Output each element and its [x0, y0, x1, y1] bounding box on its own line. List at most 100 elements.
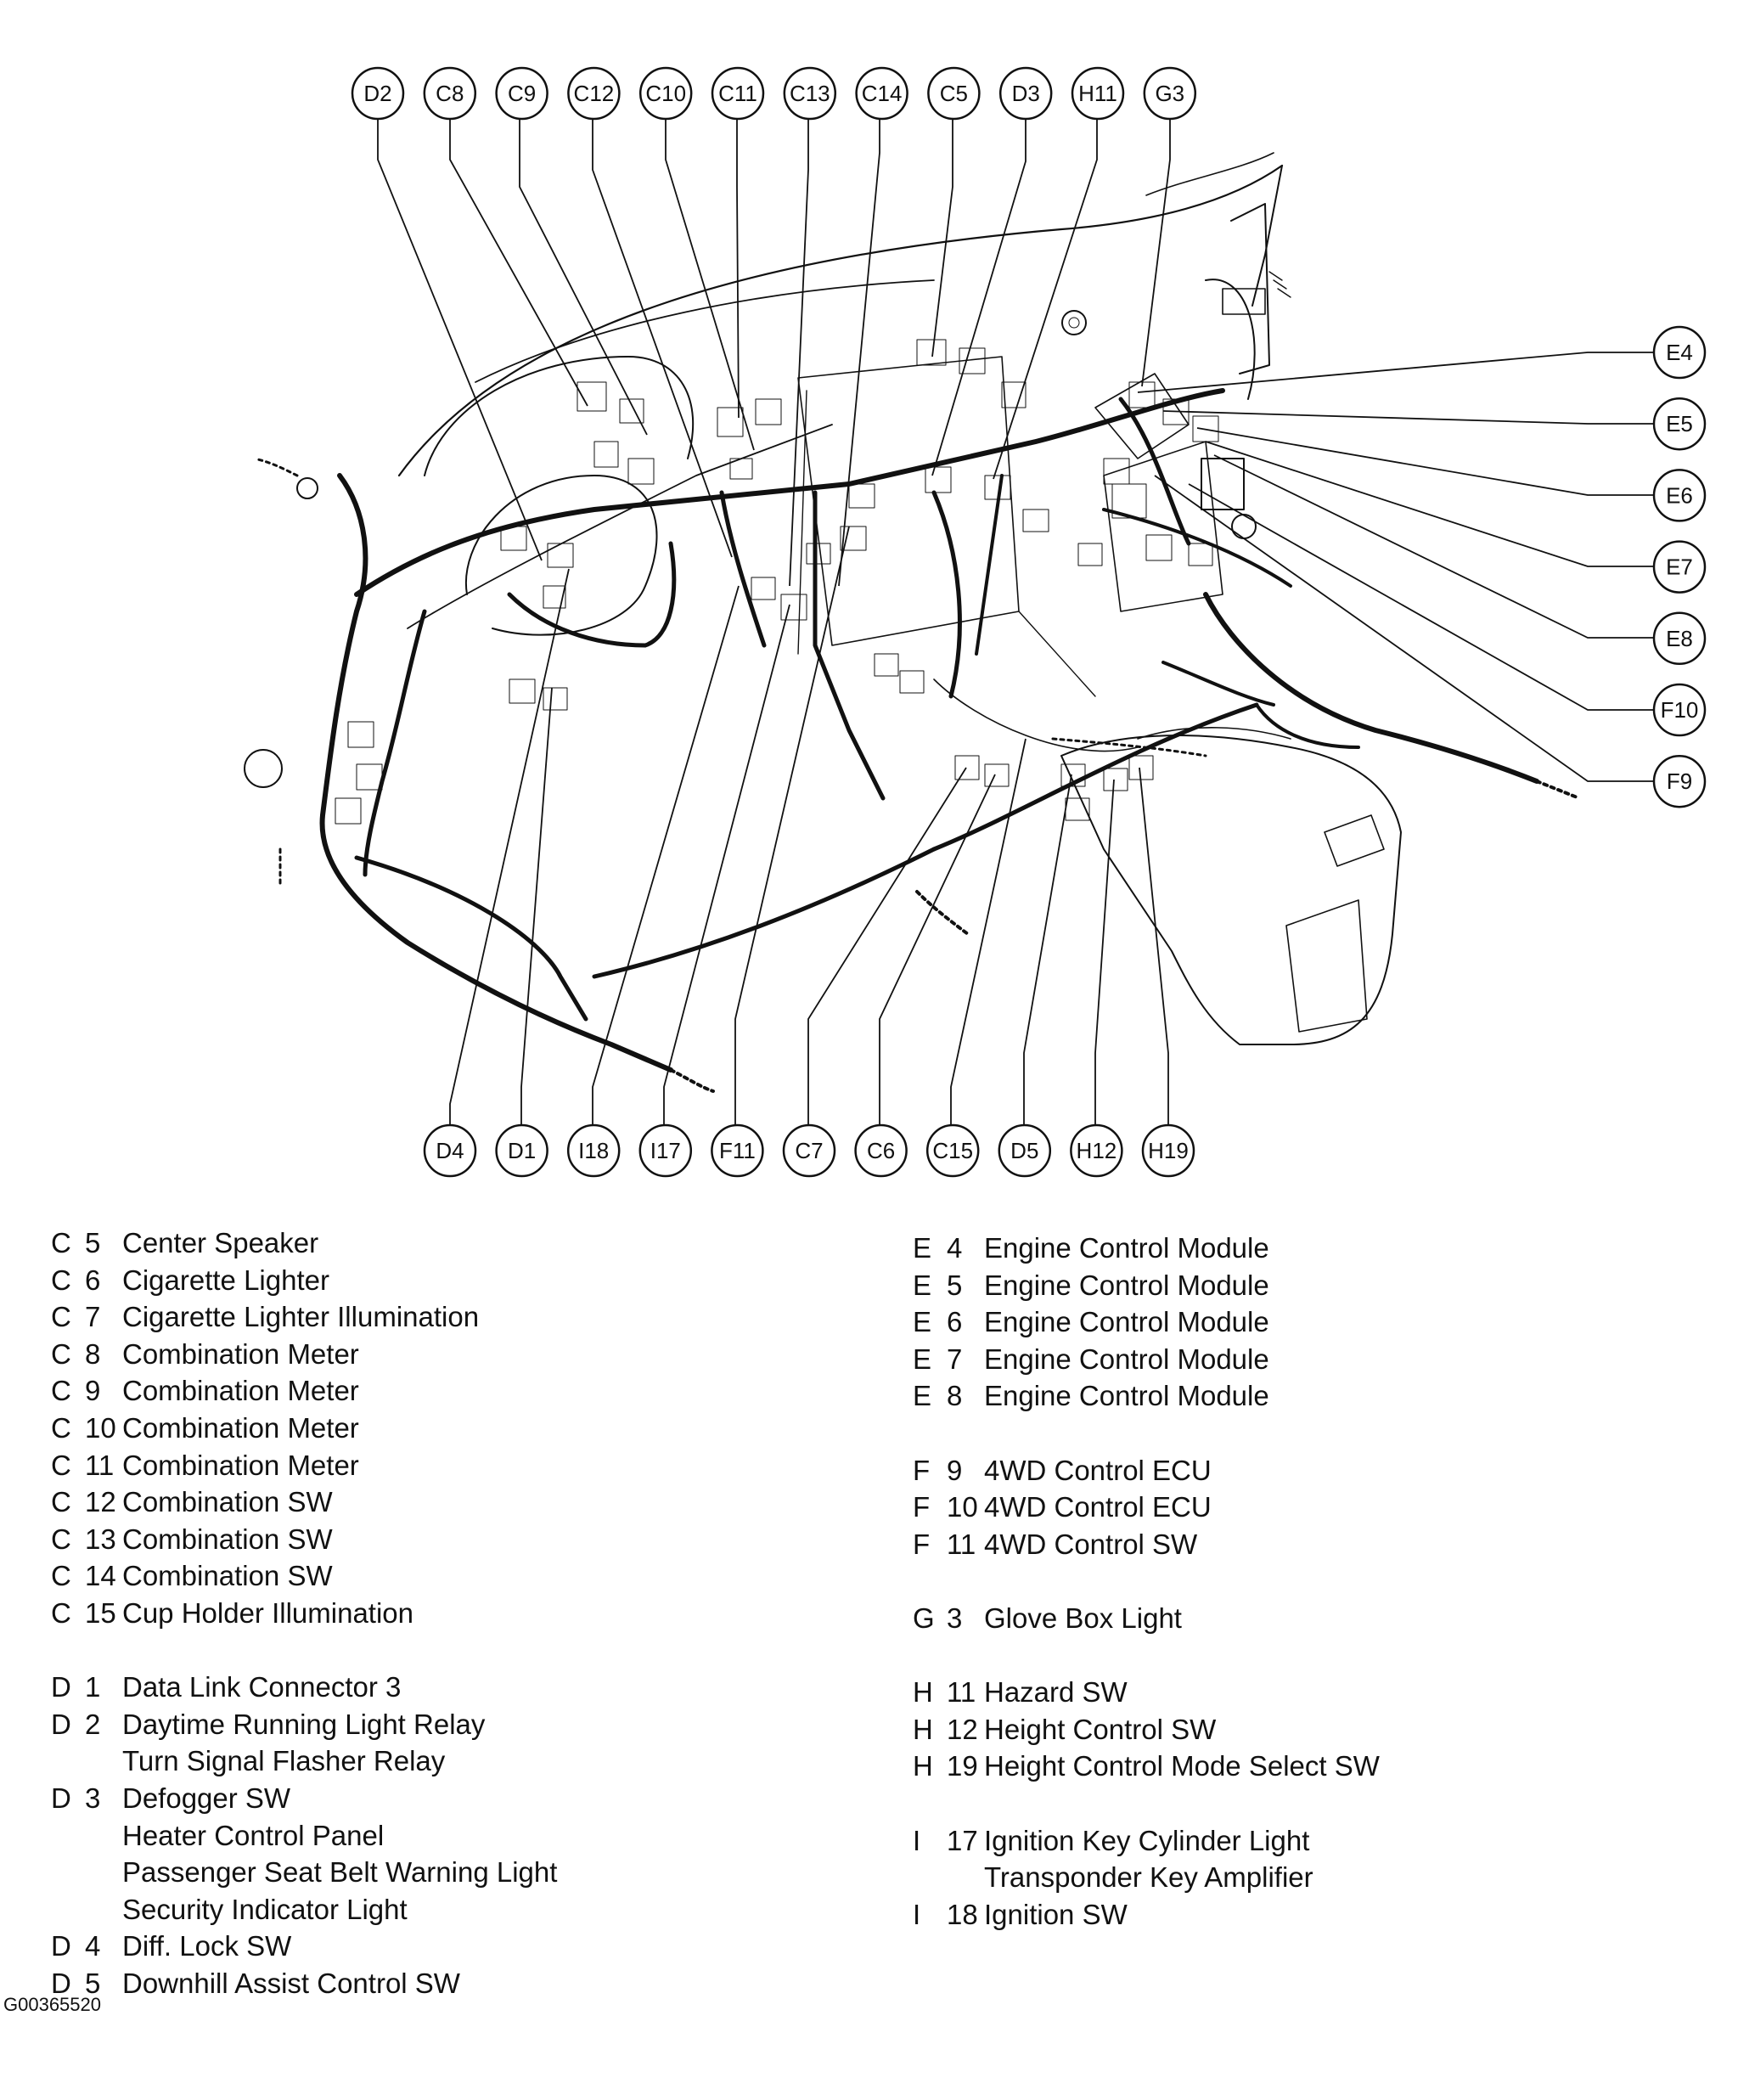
callout-circle: [1652, 611, 1707, 666]
legend-code-letter: G: [913, 1602, 935, 1634]
callout-c11: C11: [711, 66, 765, 121]
legend-label: Defogger SW: [122, 1782, 291, 1814]
legend-label: 4WD Control SW: [984, 1528, 1198, 1560]
callout-label: I17: [650, 1138, 681, 1163]
legend-label: Combination SW: [122, 1523, 333, 1555]
legend-code-number: 17: [947, 1824, 978, 1856]
callout-i17: I17: [638, 1123, 693, 1178]
legend-code-number: 8: [947, 1380, 963, 1412]
legend-code-number: 11: [947, 1528, 976, 1560]
legend-code-letter: C: [51, 1596, 71, 1629]
legend-code-number: 10: [85, 1411, 116, 1444]
legend-label: Engine Control Module: [984, 1343, 1269, 1375]
legend-code-letter: C: [51, 1337, 71, 1370]
legend-code-letter: E: [913, 1343, 932, 1375]
legend-label: Combination Meter: [122, 1337, 359, 1370]
legend-spacer: [913, 1637, 1711, 1675]
legend-spacer: [51, 1632, 798, 1669]
legend-code-number: 2: [85, 1708, 101, 1740]
legend-label: Cigarette Lighter Illumination: [122, 1301, 480, 1333]
callout-e5: E5: [1652, 397, 1707, 451]
legend-code-letter: D: [51, 1708, 71, 1740]
callout-label: C9: [508, 81, 536, 106]
legend-label: Height Control SW: [984, 1713, 1217, 1745]
callout-circle: [783, 66, 837, 121]
legend-label: Combination SW: [122, 1560, 333, 1592]
legend-code-number: 9: [85, 1375, 101, 1407]
legend-code-number: 11: [85, 1449, 115, 1481]
legend-label: Ignition Key Cylinder Light: [984, 1824, 1310, 1856]
callout-label: F11: [719, 1138, 756, 1163]
legend-label: Passenger Seat Belt Warning Light: [122, 1856, 558, 1889]
legend-code-letter: I: [913, 1898, 921, 1930]
legend-label: 4WD Control ECU: [984, 1491, 1212, 1523]
callout-label: C11: [718, 81, 757, 106]
callout-circle: [1652, 754, 1707, 808]
legend-code-letter: C: [51, 1523, 71, 1555]
callout-label: C14: [862, 81, 903, 106]
callout-d5: D5: [998, 1123, 1052, 1178]
callout-label: C13: [790, 81, 830, 106]
legend-code-number: 3: [85, 1782, 101, 1814]
legend-code-number: 13: [85, 1523, 116, 1555]
callout-circle: [1141, 1123, 1195, 1178]
legend-label: 4WD Control ECU: [984, 1454, 1212, 1486]
callout-circle: [351, 66, 405, 121]
legend-code-letter: D: [51, 1967, 71, 1999]
callout-circle: [1652, 469, 1707, 522]
callout-c5: C5: [927, 66, 981, 121]
legend-label: Diff. Lock SW: [122, 1930, 292, 1962]
callout-c13: C13: [783, 66, 837, 121]
legend-label: Height Control Mode Select SW: [984, 1750, 1380, 1782]
legend-code-letter: D: [51, 1930, 71, 1962]
legend-label: Turn Signal Flasher Relay: [122, 1745, 446, 1777]
legend-code-letter: D: [51, 1671, 71, 1703]
legend-code-number: 1: [85, 1671, 101, 1703]
legend-row: Heater Control Panel: [51, 1817, 798, 1855]
callout-label: C12: [574, 81, 615, 106]
callout-circle: [423, 66, 477, 121]
legend-code-number: 6: [85, 1264, 101, 1296]
figure-id: G00365520: [3, 1994, 101, 2015]
legend-row: Passenger Seat Belt Warning Light: [51, 1854, 798, 1891]
callout-label: H19: [1148, 1138, 1189, 1163]
legend-row: Security Indicator Light: [51, 1891, 798, 1928]
legend-code-number: 19: [947, 1750, 978, 1782]
legend-code-number: 9: [947, 1454, 963, 1486]
callout-circle: [711, 1123, 764, 1178]
callout-e8: E8: [1652, 611, 1707, 666]
legend-label: Data Link Connector 3: [122, 1671, 402, 1703]
legend-code-letter: D: [51, 1782, 71, 1814]
legend-label: Engine Control Module: [984, 1232, 1269, 1264]
legend-code-number: 8: [85, 1337, 101, 1370]
callout-f11: F11: [711, 1123, 764, 1178]
legend-code-number: 18: [947, 1898, 978, 1930]
